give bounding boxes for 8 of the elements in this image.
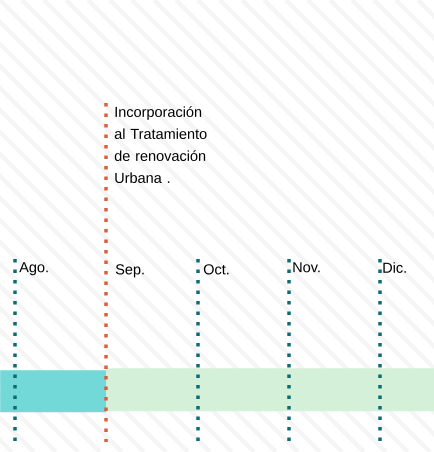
- month-label: Ago.: [19, 262, 48, 276]
- note-text: Incorporación al Tratamiento de renovación Urbana .: [114, 106, 207, 184]
- month-label: Dic.: [383, 262, 406, 273]
- month-label: Oct.: [204, 264, 228, 274]
- month-label: Sep.: [116, 264, 144, 278]
- month-label: Nov.: [293, 262, 320, 272]
- timeline-bar: [106, 368, 434, 412]
- timeline-bar: [0, 370, 106, 412]
